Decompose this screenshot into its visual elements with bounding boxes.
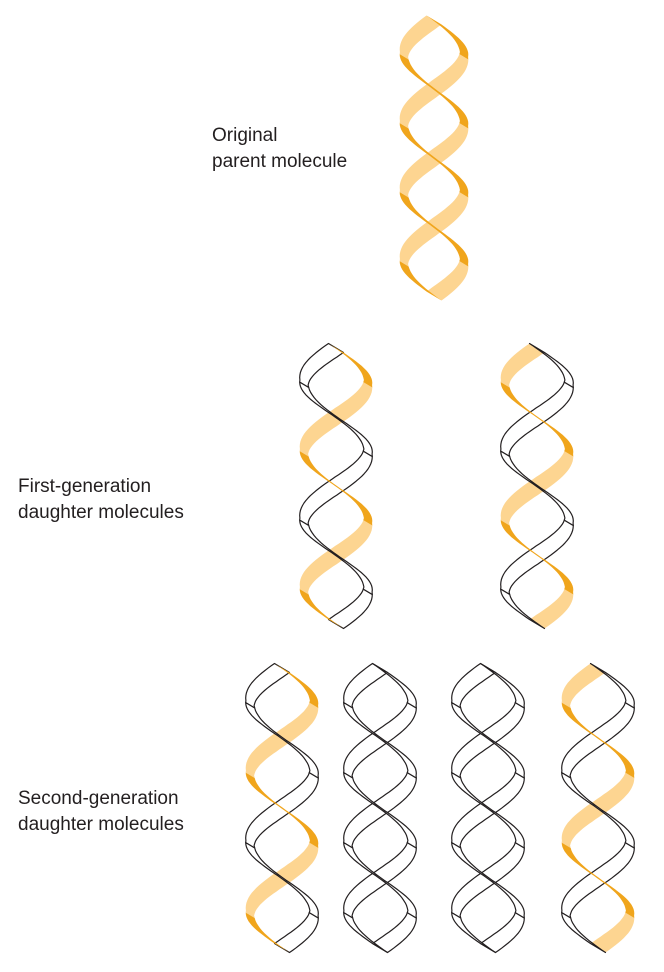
new-strand-segment [245,842,319,919]
new-strand-segment [561,772,635,849]
new-strand-segment [451,842,525,919]
new-strand-segment [343,772,417,849]
parent-strand-segment [245,772,319,848]
new-strand-segment [528,342,574,389]
dna-molecule [561,662,635,954]
parent-strand-segment [245,912,290,953]
parent-strand-segment [500,451,574,526]
new-strand-segment [451,662,497,709]
new-strand-segment [343,912,389,954]
generation-first-generation [299,342,574,630]
label-line: daughter molecules [18,502,184,523]
parent-strand-segment [399,192,469,267]
new-strand-segment [561,912,607,954]
parent-strand-segment [299,382,373,457]
new-strand-segment [327,588,373,630]
parent-strand-segment [299,589,344,629]
parent-strand-segment [399,54,469,129]
parent-strand-segment [245,842,319,918]
parent-strand-segment [590,912,635,953]
parent-strand-segment [561,702,635,778]
dna-molecule [500,342,574,630]
new-strand-segment [451,912,497,954]
generation-second-generation [245,662,635,954]
parent-strand-segment [500,382,574,457]
parent-strand-segment [500,520,574,595]
new-strand-segment [273,912,319,954]
parent-strand-segment [561,663,606,708]
new-strand-segment [245,662,291,709]
label-line: Original [212,125,278,146]
new-strand-segment [500,588,546,630]
dna-molecule [245,662,319,954]
parent-strand-segment [399,123,469,198]
label-line: First-generation [18,476,152,497]
new-strand-segment [451,772,525,849]
new-strand-segment [299,381,373,458]
parent-strand-segment [426,261,469,301]
parent-strand-segment [299,451,373,526]
parent-strand-segment [500,343,545,388]
new-strand-segment [479,662,525,709]
label-line: Second-generation [18,788,179,809]
new-strand-segment [343,702,417,779]
generation-original [399,15,469,301]
new-strand-segment [589,662,635,709]
dna-molecule [343,662,417,954]
parent-strand-segment [561,842,635,918]
parent-strand-segment [299,520,373,595]
parent-strand-segment [399,15,442,60]
parent-strand-segment [426,15,469,60]
label-first-generation: First-generation daughter molecules [18,474,184,526]
parent-strand-segment [399,192,469,267]
label-line: daughter molecules [18,814,184,835]
new-strand-segment [343,842,417,919]
parent-strand-segment [529,589,574,629]
new-strand-segment [299,342,345,389]
dna-molecule [451,662,525,954]
new-strand-segment [451,702,525,779]
parent-strand-segment [561,772,635,848]
parent-strand-segment [399,123,469,198]
dna-molecule [299,342,373,630]
parent-strand-segment [274,663,319,708]
new-strand-segment [371,662,417,709]
label-line: parent molecule [212,151,348,172]
new-strand-segment [299,519,373,596]
dna-molecule [399,15,469,301]
label-second-generation: Second-generation daughter molecules [18,786,184,838]
new-strand-segment [343,662,389,709]
new-strand-segment [500,450,574,527]
parent-strand-segment [399,54,469,129]
parent-strand-segment [245,702,319,778]
parent-strand-segment [399,261,442,301]
new-strand-segment [245,702,319,779]
parent-strand-segment [328,343,373,388]
label-original-parent: Original parent molecule [212,123,347,175]
